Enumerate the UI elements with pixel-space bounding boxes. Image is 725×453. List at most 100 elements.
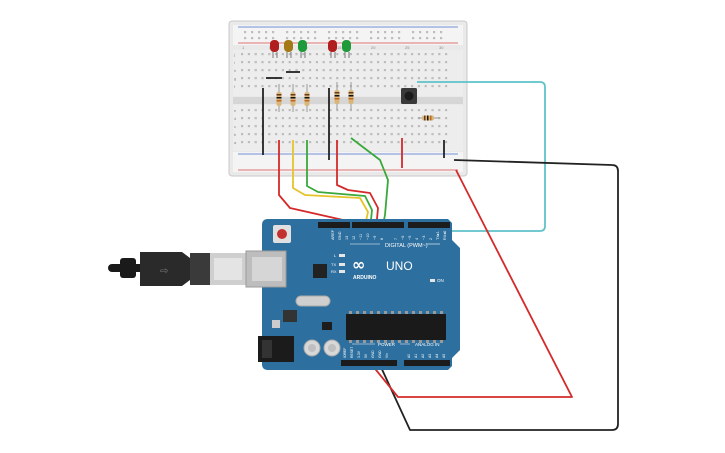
breadboard-hole[interactable] [417,85,420,88]
breadboard-hole[interactable] [356,117,359,120]
breadboard-hole[interactable] [431,133,434,136]
breadboard-hole[interactable] [315,61,318,64]
breadboard-hole[interactable] [431,141,434,144]
breadboard-hole[interactable] [268,133,271,136]
resistor-group[interactable] [276,82,441,121]
breadboard-hole[interactable] [322,85,325,88]
breadboard-hole[interactable] [377,31,380,34]
breadboard-hole[interactable] [288,109,291,112]
breadboard-hole[interactable] [377,85,380,88]
breadboard-hole[interactable] [390,53,393,56]
breadboard-hole[interactable] [302,141,305,144]
breadboard-hole[interactable] [309,53,312,56]
breadboard-hole[interactable] [370,37,373,40]
breadboard-hole[interactable] [247,61,250,64]
breadboard-hole[interactable] [309,125,312,128]
breadboard-hole[interactable] [247,53,250,56]
breadboard-hole[interactable] [241,85,244,88]
breadboard-hole[interactable] [322,117,325,120]
breadboard-hole[interactable] [302,117,305,120]
breadboard-hole[interactable] [309,109,312,112]
breadboard-hole[interactable] [241,53,244,56]
breadboard-hole[interactable] [390,109,393,112]
breadboard-hole[interactable] [370,141,373,144]
breadboard-hole[interactable] [315,109,318,112]
breadboard-hole[interactable] [254,109,257,112]
breadboard-hole[interactable] [411,109,414,112]
breadboard-hole[interactable] [288,85,291,88]
breadboard-hole[interactable] [397,69,400,72]
breadboard-hole[interactable] [286,37,289,40]
breadboard-hole[interactable] [275,69,278,72]
breadboard-hole[interactable] [419,31,422,34]
breadboard-hole[interactable] [281,53,284,56]
breadboard-hole[interactable] [445,133,448,136]
breadboard-hole[interactable] [404,109,407,112]
breadboard-hole[interactable] [424,53,427,56]
breadboard-hole[interactable] [383,133,386,136]
breadboard-hole[interactable] [411,133,414,136]
breadboard-hole[interactable] [322,133,325,136]
breadboard-hole[interactable] [275,133,278,136]
breadboard-hole[interactable] [302,61,305,64]
breadboard-hole[interactable] [251,37,254,40]
breadboard-hole[interactable] [247,77,250,80]
breadboard-hole[interactable] [398,31,401,34]
breadboard-hole[interactable] [370,85,373,88]
breadboard-hole[interactable] [275,125,278,128]
breadboard-hole[interactable] [370,133,373,136]
breadboard-hole[interactable] [247,141,250,144]
breadboard-hole[interactable] [363,125,366,128]
breadboard-hole[interactable] [417,133,420,136]
breadboard-hole[interactable] [404,117,407,120]
breadboard-hole[interactable] [383,125,386,128]
breadboard-hole[interactable] [288,69,291,72]
breadboard-hole[interactable] [349,125,352,128]
breadboard-hole[interactable] [363,69,366,72]
breadboard-hole[interactable] [356,133,359,136]
breadboard-hole[interactable] [397,125,400,128]
breadboard-hole[interactable] [275,85,278,88]
breadboard-hole[interactable] [445,141,448,144]
breadboard-hole[interactable] [309,117,312,120]
breadboard-hole[interactable] [390,85,393,88]
breadboard-hole[interactable] [417,53,420,56]
breadboard-hole[interactable] [254,133,257,136]
breadboard-hole[interactable] [390,141,393,144]
breadboard-hole[interactable] [438,61,441,64]
breadboard-hole[interactable] [377,125,380,128]
breadboard-hole[interactable] [370,125,373,128]
breadboard-hole[interactable] [431,69,434,72]
breadboard-hole[interactable] [295,69,298,72]
breadboard-hole[interactable] [288,53,291,56]
breadboard-hole[interactable] [363,61,366,64]
breadboard-hole[interactable] [336,117,339,120]
breadboard-hole[interactable] [390,117,393,120]
breadboard-hole[interactable] [268,109,271,112]
breadboard-hole[interactable] [384,31,387,34]
breadboard-hole[interactable] [241,141,244,144]
breadboard-hole[interactable] [383,61,386,64]
wire-cyan[interactable] [417,81,546,232]
breadboard-hole[interactable] [241,61,244,64]
wire-red-5v[interactable] [371,169,573,398]
breadboard-hole[interactable] [254,85,257,88]
breadboard-hole[interactable] [241,109,244,112]
breadboard-hole[interactable] [314,31,317,34]
breadboard-hole[interactable] [438,109,441,112]
breadboard-hole[interactable] [275,61,278,64]
breadboard-hole[interactable] [302,133,305,136]
breadboard-hole[interactable] [281,85,284,88]
led-green-2[interactable] [342,40,351,58]
breadboard-hole[interactable] [268,117,271,120]
breadboard-hole[interactable] [336,133,339,136]
breadboard-hole[interactable] [397,61,400,64]
breadboard-hole[interactable] [343,77,346,80]
breadboard-hole[interactable] [286,31,289,34]
breadboard-hole[interactable] [281,125,284,128]
breadboard-hole[interactable] [288,125,291,128]
breadboard-hole[interactable] [349,69,352,72]
breadboard-hole[interactable] [397,109,400,112]
breadboard-hole[interactable] [440,37,443,40]
breadboard-hole[interactable] [404,125,407,128]
